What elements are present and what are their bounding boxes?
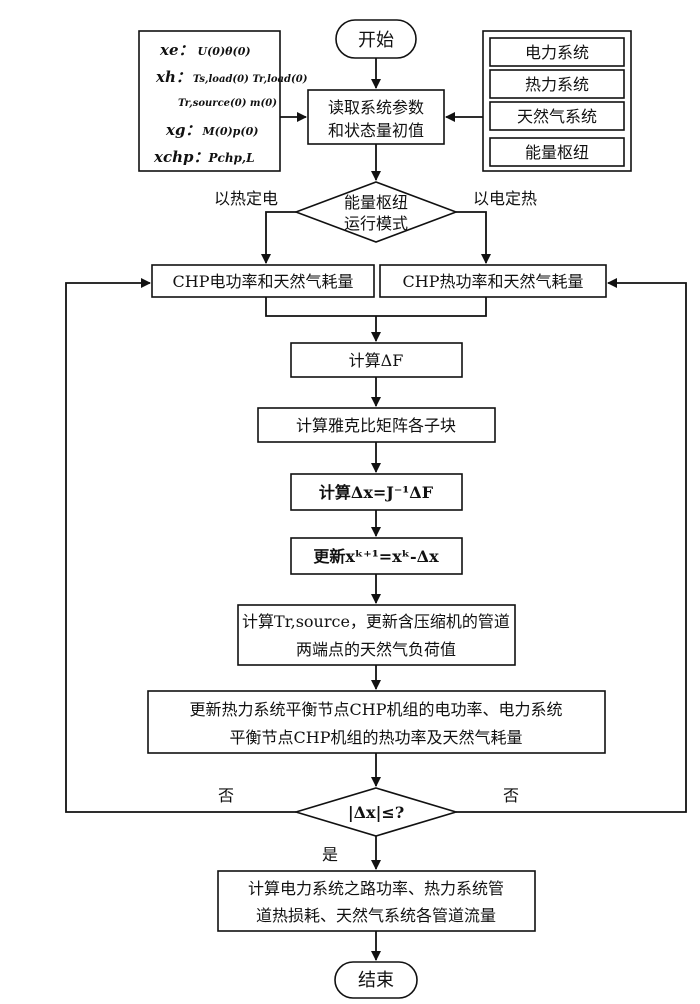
system-electric-label: 电力系统	[525, 43, 589, 62]
var-xg-row: xg：M(0)p(0)	[165, 121, 258, 139]
var-xe-row: xe： U(0)θ(0)	[159, 41, 251, 59]
mode-decision-line-1: 能量枢纽	[344, 193, 408, 212]
chp-electric-box	[151, 264, 375, 298]
var-xh-values-2: Tr,source(0) m(0)	[178, 98, 277, 109]
chp-heat-box	[379, 264, 607, 298]
jacobian-label: 计算雅克比矩阵各子块	[296, 416, 456, 435]
var-xh-label: xh：	[155, 68, 191, 86]
var-xchp-row: xchp：Pchp,L	[153, 148, 255, 166]
mode-decision-diamond	[293, 181, 459, 243]
var-xe-label: xe：	[159, 41, 194, 59]
var-xchp-values: Pchp,L	[207, 151, 254, 165]
no-left-label: 否	[218, 786, 234, 805]
no-right-label: 否	[503, 786, 519, 805]
end-terminal	[334, 961, 418, 999]
var-xh-values-1: Ts,load(0) Tr,load(0)	[193, 74, 308, 85]
compute-dF-box	[290, 342, 463, 378]
balance-node-box	[147, 690, 606, 754]
system-gas-label: 天然气系统	[517, 107, 597, 126]
final-compute-box	[217, 870, 536, 932]
read-parameters-line-1: 读取系统参数	[328, 98, 424, 117]
tr-source-box	[237, 604, 516, 666]
final-compute-line-2: 道热损耗、天然气系统各管道流量	[256, 906, 496, 925]
end-label: 结束	[358, 970, 394, 991]
var-xg-values: M(0)p(0)	[201, 125, 258, 138]
var-xe-values: U(0)θ(0)	[198, 45, 251, 58]
yes-label: 是	[322, 845, 338, 864]
start-label: 开始	[358, 30, 394, 51]
chp-electric-label: CHP电功率和天然气耗量	[173, 272, 354, 291]
mode-decision-line-2: 运行模式	[344, 214, 408, 233]
final-compute-line-1: 计算电力系统之路功率、热力系统管	[248, 879, 504, 898]
system-heat-label: 热力系统	[525, 75, 589, 94]
jacobian-box	[257, 407, 496, 443]
system-hub-label: 能量枢纽	[525, 143, 589, 162]
update-x-label: 更新xᵏ⁺¹=xᵏ-Δx	[313, 547, 439, 566]
compute-dF-label: 计算ΔF	[349, 351, 404, 370]
compute-dx-label: 计算Δx=J⁻¹ΔF	[319, 483, 434, 502]
var-xchp-label: xchp：	[153, 148, 208, 166]
read-parameters-box	[307, 89, 445, 145]
mode-left-label: 以热定电	[214, 189, 278, 208]
system-gas-box	[489, 101, 625, 131]
balance-node-line-2: 平衡节点CHP机组的热功率及天然气耗量	[230, 728, 523, 747]
read-parameters-line-2: 和状态量初值	[328, 121, 424, 140]
arrow-mode-to-chp-left	[261, 211, 296, 264]
mode-right-label: 以电定热	[473, 189, 537, 208]
state-variables-box	[138, 30, 281, 172]
loop-back-left	[65, 278, 296, 813]
system-electric-box	[489, 37, 625, 67]
arrow-mode-to-chp-right	[456, 211, 491, 264]
chp-merge-line	[265, 297, 487, 317]
var-xh-row: xh：Ts,load(0) Tr,load(0)	[155, 68, 308, 86]
chp-heat-label: CHP热功率和天然气耗量	[403, 272, 584, 291]
balance-node-line-1: 更新热力系统平衡节点CHP机组的电功率、电力系统	[190, 700, 563, 719]
system-hub-box	[489, 137, 625, 167]
update-x-box	[290, 537, 463, 575]
convergence-decision-label: |Δx|≤?	[348, 803, 404, 822]
tr-source-line-2: 两端点的天然气负荷值	[296, 640, 456, 659]
system-heat-box	[489, 69, 625, 99]
loop-back-right	[456, 278, 687, 813]
var-xg-label: xg：	[165, 121, 200, 139]
tr-source-line-1: 计算Tr,source，更新含压缩机的管道	[242, 612, 510, 631]
